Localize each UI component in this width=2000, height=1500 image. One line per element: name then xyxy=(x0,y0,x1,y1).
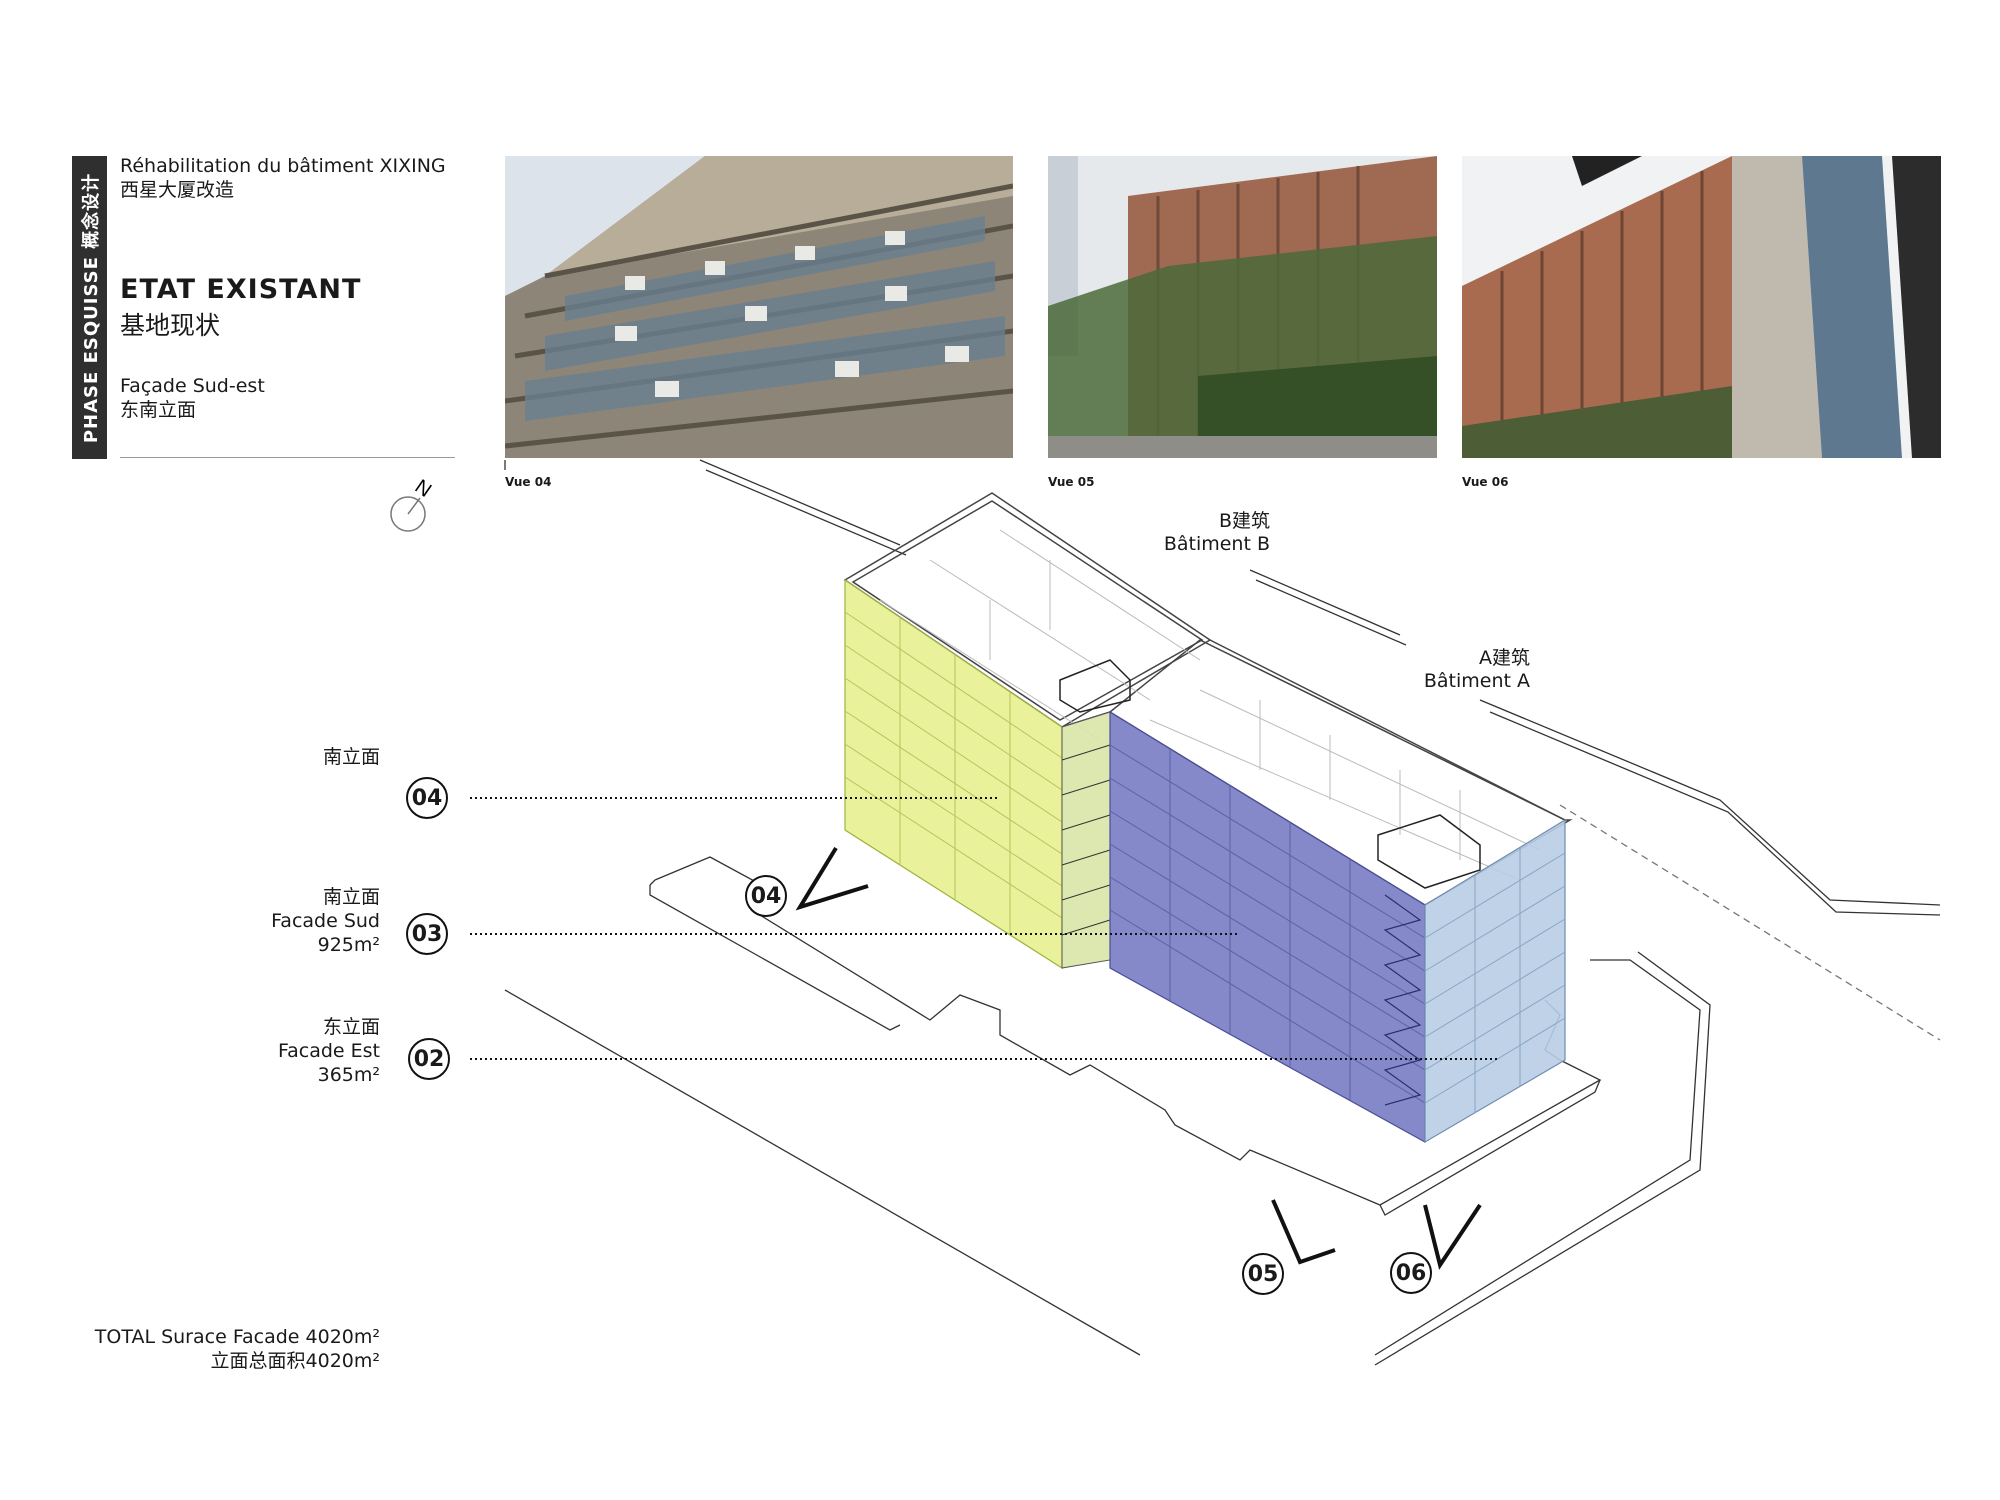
building-b-cn: B建筑 xyxy=(1218,510,1270,532)
legend-02-number: 02 xyxy=(408,1038,450,1080)
project-title-fr: Réhabilitation du bâtiment XIXING xyxy=(120,155,446,177)
facade-subtitle-fr: Façade Sud-est xyxy=(120,375,265,397)
building-a-cn: A建筑 xyxy=(1479,647,1530,669)
legend-03-number: 03 xyxy=(406,913,448,955)
photo-caption-vue-04: Vue 04 xyxy=(505,475,552,489)
building-a-label: A建筑 Bâtiment A xyxy=(1400,647,1530,693)
photo-caption-vue-06: Vue 06 xyxy=(1462,475,1509,489)
photo-vue-05 xyxy=(1048,156,1437,458)
legend-03-area: 925m² xyxy=(317,934,380,956)
legend-04-number: 04 xyxy=(406,777,448,819)
viewpoint-04: 04 xyxy=(745,875,787,917)
north-compass: N xyxy=(386,474,436,534)
photo-caption-vue-05: Vue 05 xyxy=(1048,475,1095,489)
photo-vue-06 xyxy=(1462,156,1941,458)
compass-icon: N xyxy=(390,476,435,532)
legend-03-fr: Facade Sud xyxy=(271,910,380,932)
page-title-cn: 基地现状 xyxy=(120,311,221,340)
legend-04-text: 南立面 xyxy=(120,745,380,769)
legend-03-text: 南立面 Facade Sud 925m² xyxy=(120,885,380,957)
project-title-cn: 西星大厦改造 xyxy=(120,179,235,201)
legend-02-text: 东立面 Facade Est 365m² xyxy=(120,1015,380,1087)
legend-02-fr: Facade Est xyxy=(277,1040,380,1062)
building-b-label: B建筑 Bâtiment B xyxy=(1140,510,1270,556)
building-a-fr: Bâtiment A xyxy=(1423,670,1530,692)
phase-band: PHASE ESQUISSE 概念设计 xyxy=(72,156,107,459)
header-divider xyxy=(120,457,455,458)
viewpoint-05: 05 xyxy=(1242,1253,1284,1295)
viewpoint-06: 06 xyxy=(1390,1252,1432,1294)
total-surface: TOTAL Surace Facade 4020m² 立面总面积4020m² xyxy=(40,1325,380,1373)
total-cn: 立面总面积4020m² xyxy=(210,1350,380,1372)
page-title: ETAT EXISTANT xyxy=(120,274,362,305)
total-fr: TOTAL Surace Facade 4020m² xyxy=(94,1326,380,1348)
legend-03-cn: 南立面 xyxy=(322,886,380,908)
legend-02-cn: 东立面 xyxy=(322,1016,380,1038)
legend-02-area: 365m² xyxy=(317,1064,380,1086)
photo-vue-04 xyxy=(505,156,1013,458)
building-b-fr: Bâtiment B xyxy=(1163,533,1270,555)
legend-04-cn: 南立面 xyxy=(322,746,380,768)
facade-subtitle-cn: 东南立面 xyxy=(120,399,197,421)
